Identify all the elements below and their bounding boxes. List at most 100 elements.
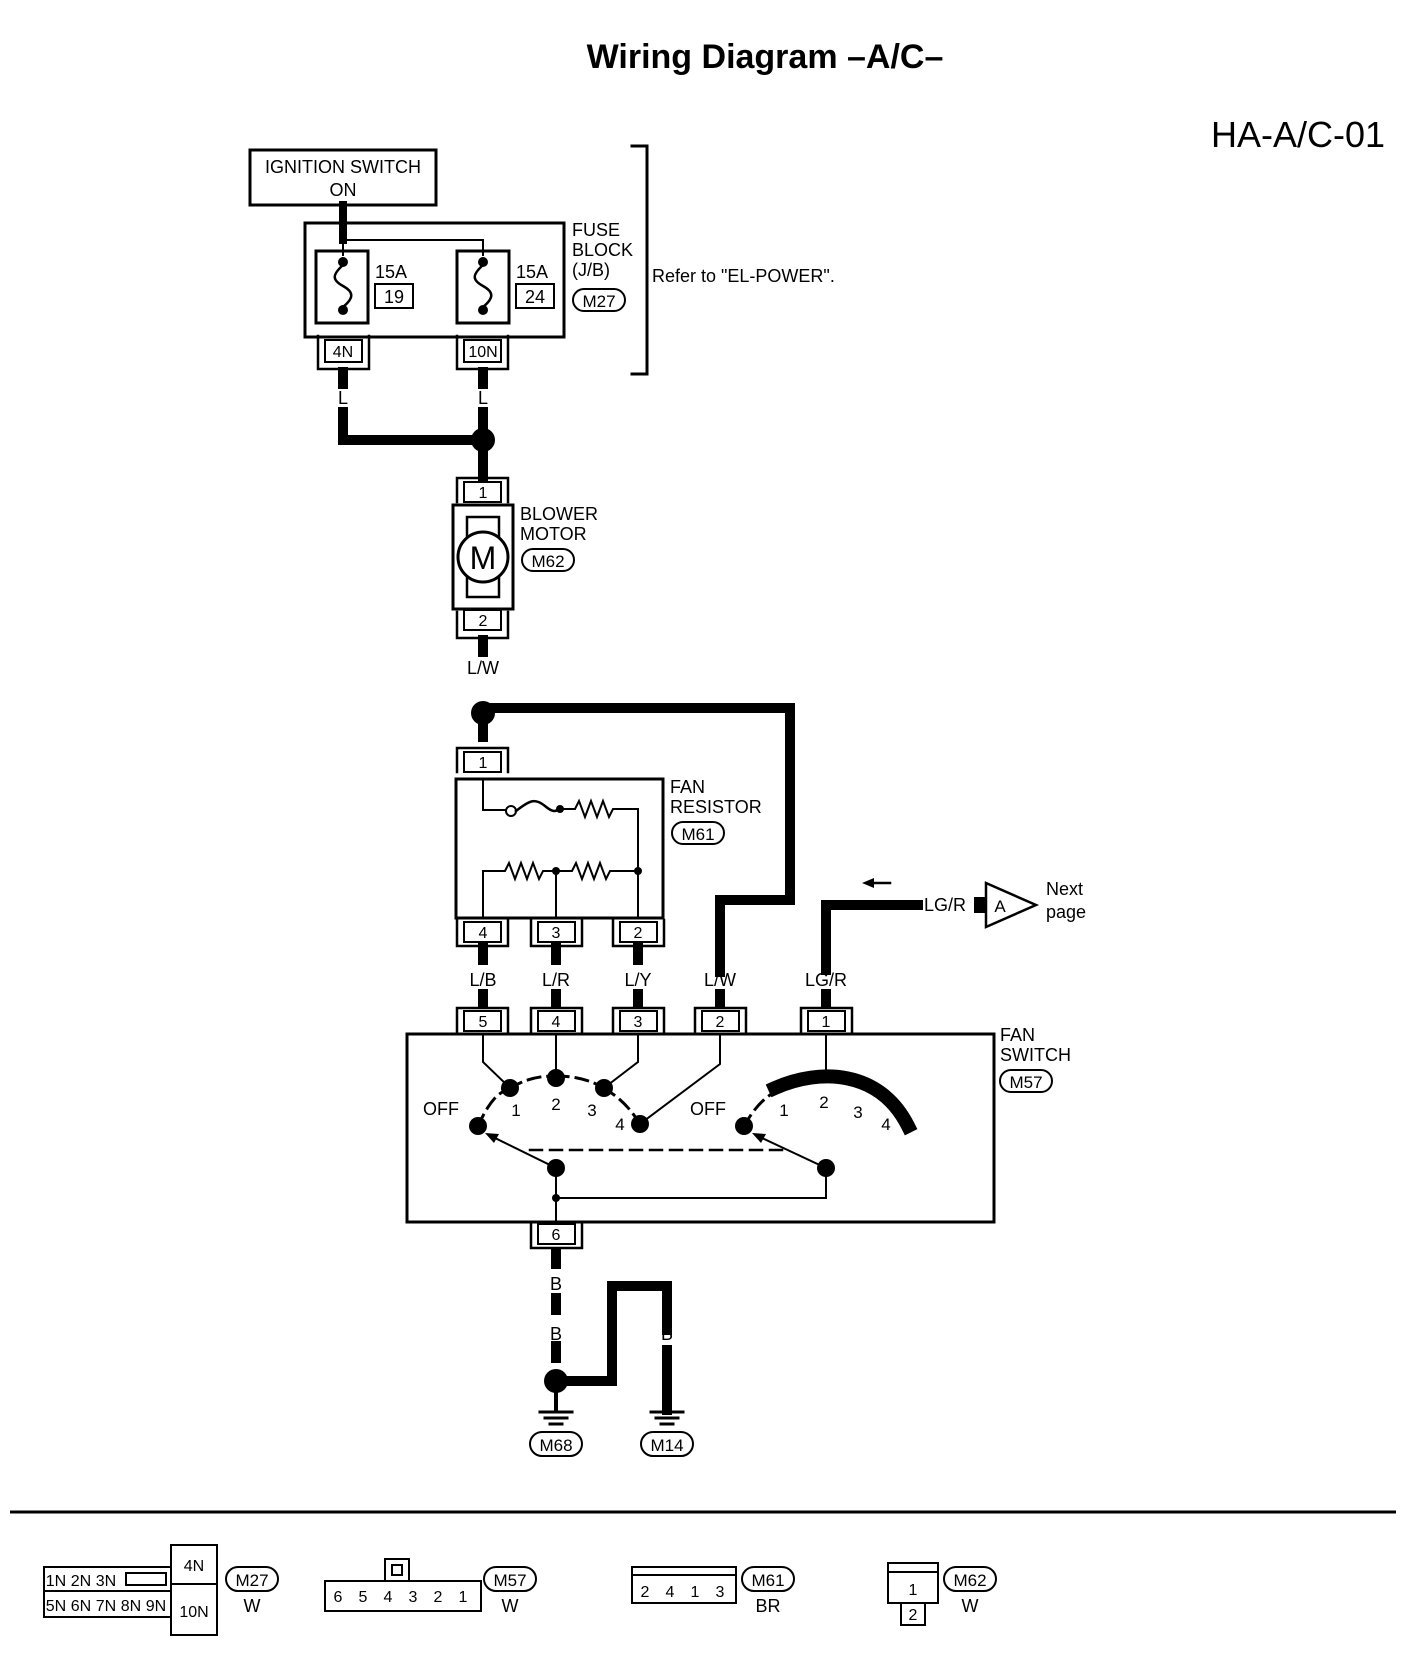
wire-label-b-3: B: [606, 1324, 618, 1344]
svg-text:4: 4: [552, 1014, 561, 1031]
svg-text:FUSE: FUSE: [572, 220, 620, 240]
svg-text:RESISTOR: RESISTOR: [670, 797, 762, 817]
svg-text:IGNITION SWITCH: IGNITION SWITCH: [265, 157, 421, 177]
svg-text:3: 3: [634, 1014, 643, 1031]
svg-text:6: 6: [334, 1589, 343, 1606]
ground-m14: M14: [640, 1410, 694, 1457]
svg-text:M27: M27: [582, 292, 615, 311]
wire-label-lw-2: L/W: [704, 970, 736, 990]
wire-label-ly: L/Y: [624, 970, 651, 990]
fan-switch-top-pins: 5 4 3 2 1: [455, 1006, 854, 1036]
svg-text:4N: 4N: [184, 1558, 204, 1575]
connector-view-m27: 1N 2N 3N 5N 6N 7N 8N 9N 4N 10N M27 W: [43, 1544, 279, 1636]
svg-text:M27: M27: [235, 1571, 268, 1590]
svg-text:24: 24: [525, 287, 545, 307]
page-title: Wiring Diagram –A/C–: [587, 38, 944, 76]
svg-text:4: 4: [479, 925, 488, 942]
svg-text:Next: Next: [1046, 879, 1083, 899]
svg-text:1: 1: [459, 1589, 468, 1606]
svg-text:3: 3: [853, 1103, 862, 1122]
svg-text:10N: 10N: [179, 1604, 208, 1621]
next-page-connector: A Next page: [974, 879, 1086, 929]
svg-text:M61: M61: [681, 825, 714, 844]
svg-text:2: 2: [641, 1584, 650, 1601]
svg-text:2: 2: [479, 613, 488, 630]
svg-text:9N: 9N: [146, 1598, 166, 1615]
svg-text:3N: 3N: [96, 1573, 116, 1590]
svg-text:7N: 7N: [96, 1598, 116, 1615]
svg-text:2: 2: [434, 1589, 443, 1606]
svg-text:M: M: [470, 540, 497, 576]
svg-text:5N: 5N: [46, 1598, 66, 1615]
fuse-block: 15A 19 15A 24 FUSE BLOCK (J/B) M27: [303, 201, 633, 339]
svg-text:4N: 4N: [333, 344, 353, 361]
connector-view-m62: 1 2 M62 W: [887, 1562, 997, 1626]
svg-text:1: 1: [479, 755, 488, 772]
wire-label-lgr-arrow: LG/R: [924, 895, 966, 915]
svg-text:1: 1: [779, 1101, 788, 1120]
svg-text:OFF: OFF: [690, 1099, 726, 1119]
svg-text:4: 4: [666, 1584, 675, 1601]
svg-text:3: 3: [552, 925, 561, 942]
svg-text:4: 4: [615, 1115, 624, 1134]
svg-text:BLOCK: BLOCK: [572, 240, 633, 260]
wire-label-lr: L/R: [542, 970, 570, 990]
svg-text:5: 5: [359, 1589, 368, 1606]
svg-text:8N: 8N: [121, 1598, 141, 1615]
svg-text:BLOWER: BLOWER: [520, 504, 598, 524]
svg-text:2: 2: [716, 1014, 725, 1031]
svg-text:M14: M14: [650, 1436, 683, 1455]
wire-label-lb: L/B: [469, 970, 496, 990]
svg-text:(J/B): (J/B): [572, 260, 610, 280]
svg-text:4: 4: [384, 1589, 393, 1606]
wire-label-lgr: LG/R: [805, 970, 847, 990]
svg-text:2: 2: [634, 925, 643, 942]
svg-text:BR: BR: [755, 1596, 780, 1616]
svg-text:1: 1: [691, 1584, 700, 1601]
svg-text:M57: M57: [493, 1571, 526, 1590]
svg-text:M62: M62: [953, 1571, 986, 1590]
svg-text:3: 3: [587, 1101, 596, 1120]
svg-text:1: 1: [822, 1014, 831, 1031]
fuse-pin-10n: 10N: [455, 334, 510, 371]
ground-m68: M68: [529, 1410, 583, 1457]
svg-text:FAN: FAN: [670, 777, 705, 797]
blower-motor: 1 M BLOWER MOTOR M62 2: [451, 476, 598, 640]
svg-text:19: 19: [384, 287, 404, 307]
svg-text:3: 3: [409, 1589, 418, 1606]
svg-text:2N: 2N: [71, 1573, 91, 1590]
refer-note: Refer to "EL-POWER".: [652, 266, 835, 286]
svg-text:1: 1: [909, 1582, 918, 1599]
svg-text:2: 2: [551, 1095, 560, 1114]
svg-text:6: 6: [552, 1227, 561, 1244]
wire-label-l-1: L: [338, 388, 348, 408]
wire-label-lw-1: L/W: [467, 658, 499, 678]
svg-text:M62: M62: [531, 552, 564, 571]
svg-text:MOTOR: MOTOR: [520, 524, 587, 544]
fuse-pin-4n: 4N: [316, 334, 371, 371]
svg-text:page: page: [1046, 902, 1086, 922]
svg-text:5: 5: [479, 1014, 488, 1031]
svg-text:W: W: [962, 1596, 979, 1616]
svg-text:ON: ON: [330, 180, 357, 200]
svg-text:4: 4: [881, 1115, 890, 1134]
wire-label-b-2: B: [550, 1324, 562, 1344]
svg-text:W: W: [502, 1596, 519, 1616]
svg-text:A: A: [994, 897, 1006, 916]
wire-label-l-2: L: [478, 388, 488, 408]
svg-text:M68: M68: [539, 1436, 572, 1455]
svg-text:10N: 10N: [468, 344, 497, 361]
svg-text:3: 3: [716, 1584, 725, 1601]
svg-text:15A: 15A: [516, 262, 548, 282]
wire-label-b-4: B: [661, 1324, 673, 1344]
connector-view-m57: 6 5 4 3 2 1 M57 W: [324, 1558, 537, 1616]
svg-text:2: 2: [819, 1093, 828, 1112]
ignition-switch: IGNITION SWITCH ON: [248, 148, 438, 207]
svg-text:1: 1: [479, 485, 488, 502]
svg-text:W: W: [244, 1596, 261, 1616]
svg-text:M61: M61: [751, 1571, 784, 1590]
svg-text:M57: M57: [1009, 1073, 1042, 1092]
svg-text:SWITCH: SWITCH: [1000, 1045, 1071, 1065]
diagram-code: HA-A/C-01: [1211, 114, 1385, 155]
